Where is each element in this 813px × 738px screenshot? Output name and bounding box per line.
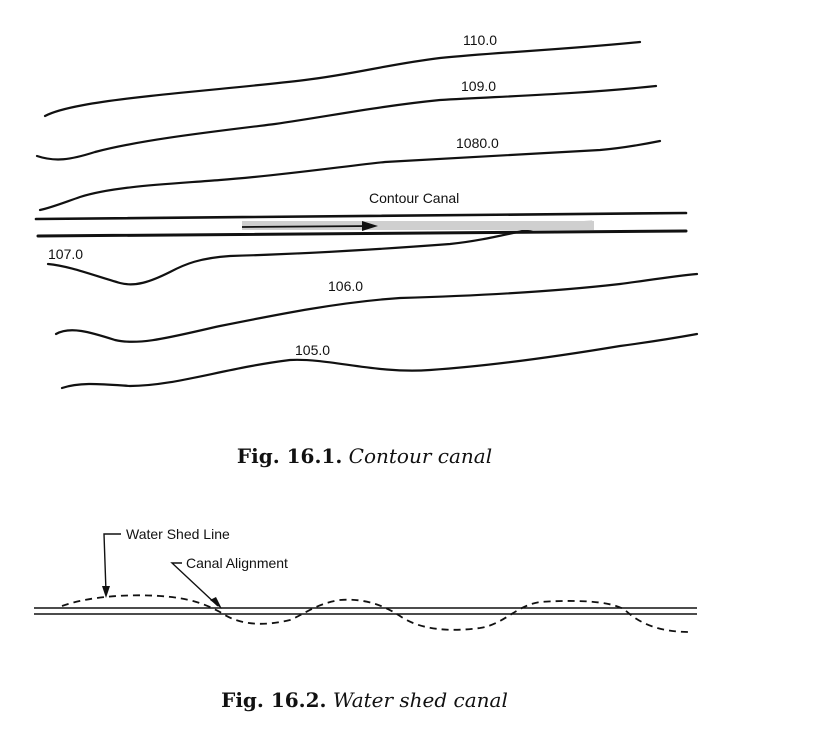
arrow-shaded-band <box>242 221 594 230</box>
contour-label-107: 107.0 <box>48 246 83 262</box>
watershed-dashed-line <box>61 594 691 633</box>
contour-canal <box>34 211 688 238</box>
contour-line-1080 <box>38 139 662 212</box>
contour-label-105: 105.0 <box>295 342 330 358</box>
canal-alignment-label: Canal Alignment <box>186 555 288 571</box>
canal-lower-bank <box>36 229 688 238</box>
flow-direction-arrow <box>241 221 594 231</box>
contour-line-106 <box>54 272 699 343</box>
figure-1-title: Contour canal <box>348 444 493 468</box>
contour-label-109: 109.0 <box>461 78 496 94</box>
watershed-arrowhead-icon <box>102 586 110 598</box>
contour-label-106: 106.0 <box>328 278 363 294</box>
contour-label-1080: 1080.0 <box>456 135 499 151</box>
figure-2-title: Water shed canal <box>332 688 508 712</box>
contour-line-105 <box>60 332 699 390</box>
contour-line-109 <box>35 84 658 161</box>
contour-canal-figure <box>35 40 699 390</box>
figure-2-number: Fig. 16.2. <box>221 688 327 712</box>
canal-upper-bank <box>34 211 688 221</box>
figure-1-caption: Fig. 16.1. Contour canal <box>0 444 771 468</box>
alignment-arrowhead-icon <box>210 597 222 609</box>
watershed-leader-line <box>103 533 121 593</box>
figure-2-caption: Fig. 16.2. Water shed canal <box>0 688 771 712</box>
canal-label: Contour Canal <box>369 190 459 206</box>
contour-line-110 <box>43 40 642 118</box>
alignment-leader-line <box>170 562 219 607</box>
contour-label-110: 110.0 <box>463 32 497 48</box>
figure-1-number: Fig. 16.1. <box>236 444 343 468</box>
watershed-line-label: Water Shed Line <box>126 526 230 542</box>
arrowhead-icon <box>362 221 378 231</box>
watershed-canal-figure <box>34 533 697 633</box>
